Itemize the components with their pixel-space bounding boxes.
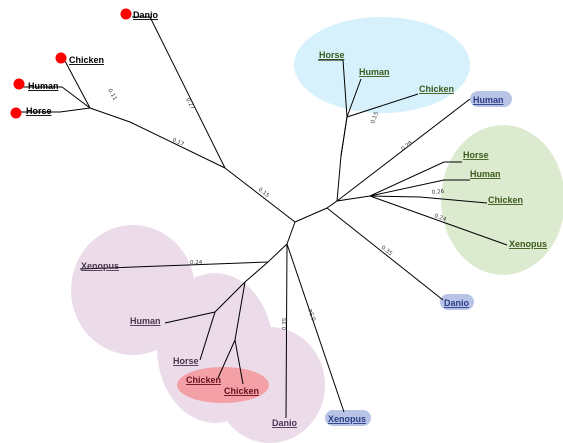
marker-top-chicken — [55, 52, 67, 64]
red-chicken-highlight — [177, 367, 269, 403]
branch-length-pink-danio: 0.35 — [282, 317, 288, 330]
clade-highlights — [71, 17, 563, 443]
branch-length-chicken-human-horse: 0.11 — [106, 88, 117, 102]
leaf-blue-human[interactable]: Human — [359, 67, 390, 77]
leaf-top-horse[interactable]: Horse — [26, 106, 52, 116]
leaf-top-danio[interactable]: Danio — [133, 10, 159, 20]
leaf-green-horse[interactable]: Horse — [463, 150, 489, 160]
branch-root-down — [286, 221, 296, 245]
branch-top-danio — [132, 16, 226, 169]
leaf-pink-human[interactable]: Human — [130, 316, 161, 326]
branch-right-stem — [326, 195, 371, 209]
branch-pink-chicken-2 — [234, 339, 244, 385]
branch-green-human — [369, 179, 470, 197]
leaf-pink-chicken-2[interactable]: Chicken — [224, 386, 259, 396]
branch-length-bird-mammal-group: 0.17 — [171, 137, 185, 148]
leaf-pink-chicken-1[interactable]: Chicken — [186, 375, 221, 385]
branches — [20, 16, 508, 419]
leaf-blue-horse[interactable]: Horse — [319, 50, 345, 60]
glow-bottom-xenopus — [325, 410, 371, 426]
leaf-pink-danio[interactable]: Danio — [272, 418, 298, 428]
branch-green-horse — [369, 161, 462, 197]
branch-bottom-xenopus — [286, 243, 345, 413]
leaf-green-chicken[interactable]: Chicken — [488, 195, 523, 205]
branch-length-pink-xenopus: 0.24 — [190, 260, 203, 266]
branch-root-right — [294, 207, 328, 223]
branch-length-green-xenopus: 0.24 — [433, 213, 447, 223]
marker-top-human — [13, 78, 25, 90]
leaf-right-danio[interactable]: Danio — [444, 298, 470, 308]
branch-length-danio-top: 0.27 — [184, 97, 195, 111]
leaf-blue-chicken[interactable]: Chicken — [419, 84, 454, 94]
branch-top-chicken — [64, 60, 91, 109]
branch-pink-chickens-stem — [234, 281, 246, 341]
branch-pink-danio — [285, 243, 288, 419]
branch-green-chicken — [369, 195, 488, 204]
branch-pink-horse — [199, 311, 216, 361]
leaf-top-human[interactable]: Human — [28, 81, 59, 91]
marker-top-horse — [10, 107, 22, 119]
leaf-right-human[interactable]: Human — [473, 95, 504, 105]
branch-blue-chicken — [346, 93, 419, 118]
leaf-glows — [325, 91, 512, 426]
branch-length-bottom-xenopus: 0.34 — [308, 307, 318, 321]
branch-blue-to-stem — [340, 116, 348, 157]
branch-top-horse — [20, 107, 91, 113]
branch-blue-human — [346, 78, 362, 118]
branch-green-xenopus — [369, 195, 508, 246]
branch-length-blue-clade: 0.15 — [370, 111, 380, 125]
pink-clade-highlight-lower — [215, 327, 325, 443]
branch-right-danio — [326, 207, 444, 301]
branch-bird-mammal-root — [129, 121, 226, 169]
leaf-green-human[interactable]: Human — [470, 169, 501, 179]
leaf-labels: Danio Chicken Human Horse Horse Human Ch… — [26, 10, 547, 428]
leaf-pink-horse[interactable]: Horse — [173, 356, 199, 366]
branch-pink-chicken-1 — [217, 339, 236, 379]
blue-clade-highlight — [294, 17, 470, 113]
branch-top-human — [22, 86, 91, 109]
red-markers — [10, 8, 132, 119]
leaf-bottom-xenopus[interactable]: Xenopus — [328, 414, 366, 424]
branch-main-top — [224, 167, 296, 223]
marker-top-danio — [120, 8, 132, 20]
branch-length-blue-to-stem: 0.28 — [401, 140, 415, 153]
leaf-top-chicken[interactable]: Chicken — [69, 55, 104, 65]
branch-bird-mammal-group — [89, 107, 131, 123]
branch-right-human — [336, 98, 471, 202]
branch-length-green-chicken: 0.26 — [432, 189, 445, 196]
green-clade-highlight — [441, 125, 563, 275]
leaf-green-xenopus[interactable]: Xenopus — [509, 239, 547, 249]
branch-pink-xenopus — [79, 261, 269, 270]
glow-right-human — [470, 91, 512, 107]
leaf-pink-xenopus[interactable]: Xenopus — [81, 261, 119, 271]
glow-right-danio — [440, 294, 474, 310]
